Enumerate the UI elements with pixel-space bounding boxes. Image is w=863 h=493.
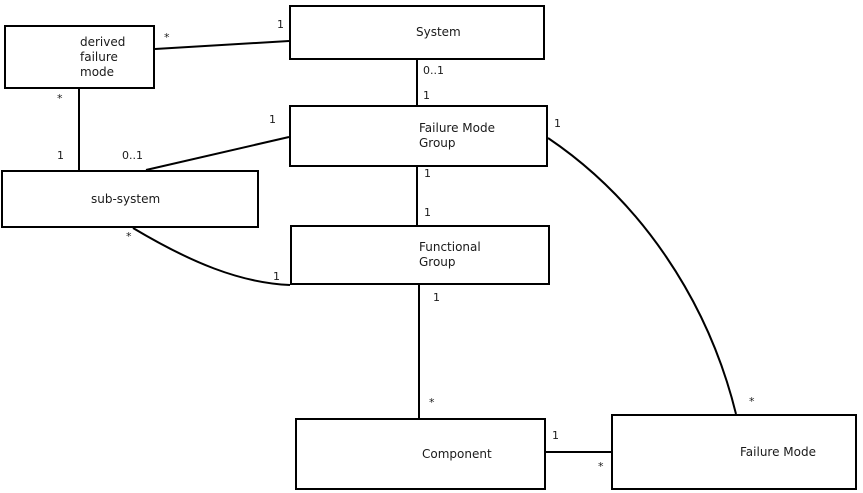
class-box-failure-mode[interactable]: Failure Mode [611, 414, 857, 490]
edge-failure-mode-group-to-failure-mode [547, 137, 737, 415]
class-label-derived-failure-mode: derived failure mode [80, 34, 126, 79]
class-box-derived-failure-mode[interactable]: derived failure mode [4, 25, 155, 89]
mult-fmg-to-fm-one: 1 [554, 117, 561, 130]
class-box-failure-mode-group[interactable]: Failure Mode Group [289, 105, 548, 167]
mult-fm-to-fmg-star: * [749, 395, 755, 408]
edge-sub-system-to-failure-mode-group [145, 136, 290, 171]
mult-fg-to-fmg-one: 1 [424, 206, 431, 219]
class-label-sub-system: sub-system [91, 191, 161, 206]
class-box-sub-system[interactable]: sub-system [1, 170, 259, 228]
mult-sub-to-fmg-zero-one: 0..1 [122, 149, 143, 162]
class-label-failure-mode-group: Failure Mode Group [419, 121, 495, 150]
edge-derived-failure-mode-to-system [154, 40, 290, 50]
mult-sub-to-derived-one: 1 [57, 149, 64, 162]
class-label-functional-group: Functional Group [419, 240, 481, 269]
mult-derived-to-sub-star: * [57, 92, 63, 105]
mult-fm-to-comp-star: * [598, 460, 604, 473]
mult-comp-to-fm-one: 1 [552, 429, 559, 442]
class-label-system: System [416, 25, 461, 39]
mult-fmg-to-fg-one: 1 [424, 167, 431, 180]
mult-fmg-to-system-one: 1 [423, 89, 430, 102]
mult-system-to-derived-one: 1 [277, 18, 284, 31]
mult-fmg-to-sub-one: 1 [269, 113, 276, 126]
class-label-component: Component [422, 446, 492, 461]
mult-sub-to-fg-star: * [126, 230, 132, 243]
class-box-system[interactable]: System [289, 5, 545, 60]
mult-fg-to-sub-one: 1 [273, 270, 280, 283]
class-label-failure-mode: Failure Mode [740, 444, 816, 459]
class-box-functional-group[interactable]: Functional Group [290, 225, 550, 285]
mult-system-to-fmg-zero-one: 0..1 [423, 64, 444, 77]
edge-sub-system-to-functional-group [132, 227, 291, 286]
class-box-component[interactable]: Component [295, 418, 546, 490]
mult-comp-to-fg-star: * [429, 396, 435, 409]
mult-derived-to-system-star: * [164, 31, 170, 44]
mult-fg-to-comp-one: 1 [433, 291, 440, 304]
